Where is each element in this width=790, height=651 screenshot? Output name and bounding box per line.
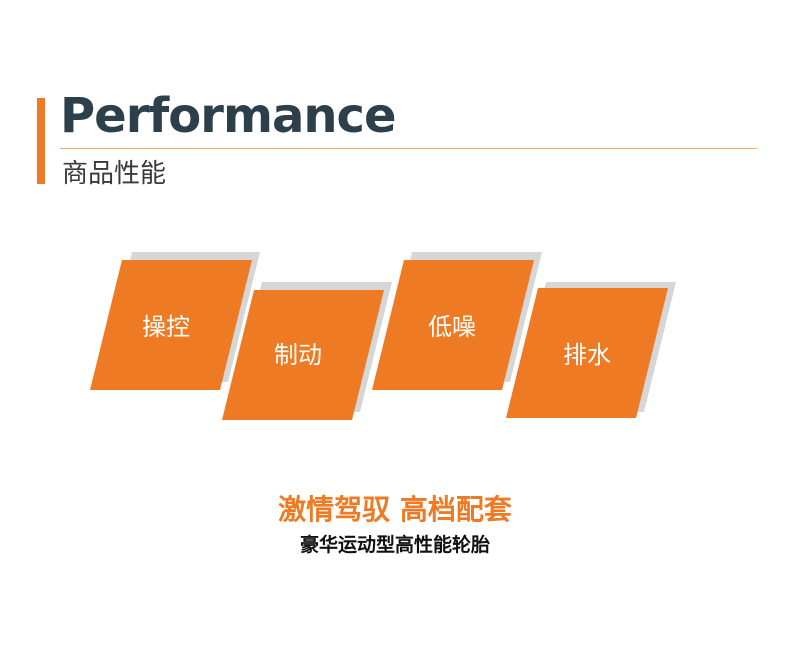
- feature-label-drainage: 排水: [563, 341, 611, 369]
- feature-card-braking: 制动: [222, 282, 392, 420]
- feature-card-low-noise: 低噪: [372, 252, 542, 390]
- feature-label-low-noise: 低噪: [428, 313, 476, 341]
- tagline: 豪华运动型高性能轮胎: [299, 534, 490, 556]
- feature-label-braking: 制动: [274, 341, 322, 369]
- slogan: 激情驾驭 高档配套: [278, 493, 512, 526]
- feature-card-handling: 操控: [90, 252, 260, 390]
- page-subtitle: 商品性能: [62, 159, 167, 189]
- feature-card-shape: [222, 290, 384, 420]
- feature-label-handling: 操控: [142, 313, 190, 341]
- feature-card-shape: [372, 260, 534, 390]
- feature-card-drainage: 排水: [506, 282, 676, 418]
- title-divider: [60, 148, 757, 149]
- page-title: Performance: [60, 88, 397, 144]
- accent-bar: [37, 98, 45, 184]
- feature-card-shape: [90, 260, 252, 390]
- feature-card-shape: [506, 288, 668, 418]
